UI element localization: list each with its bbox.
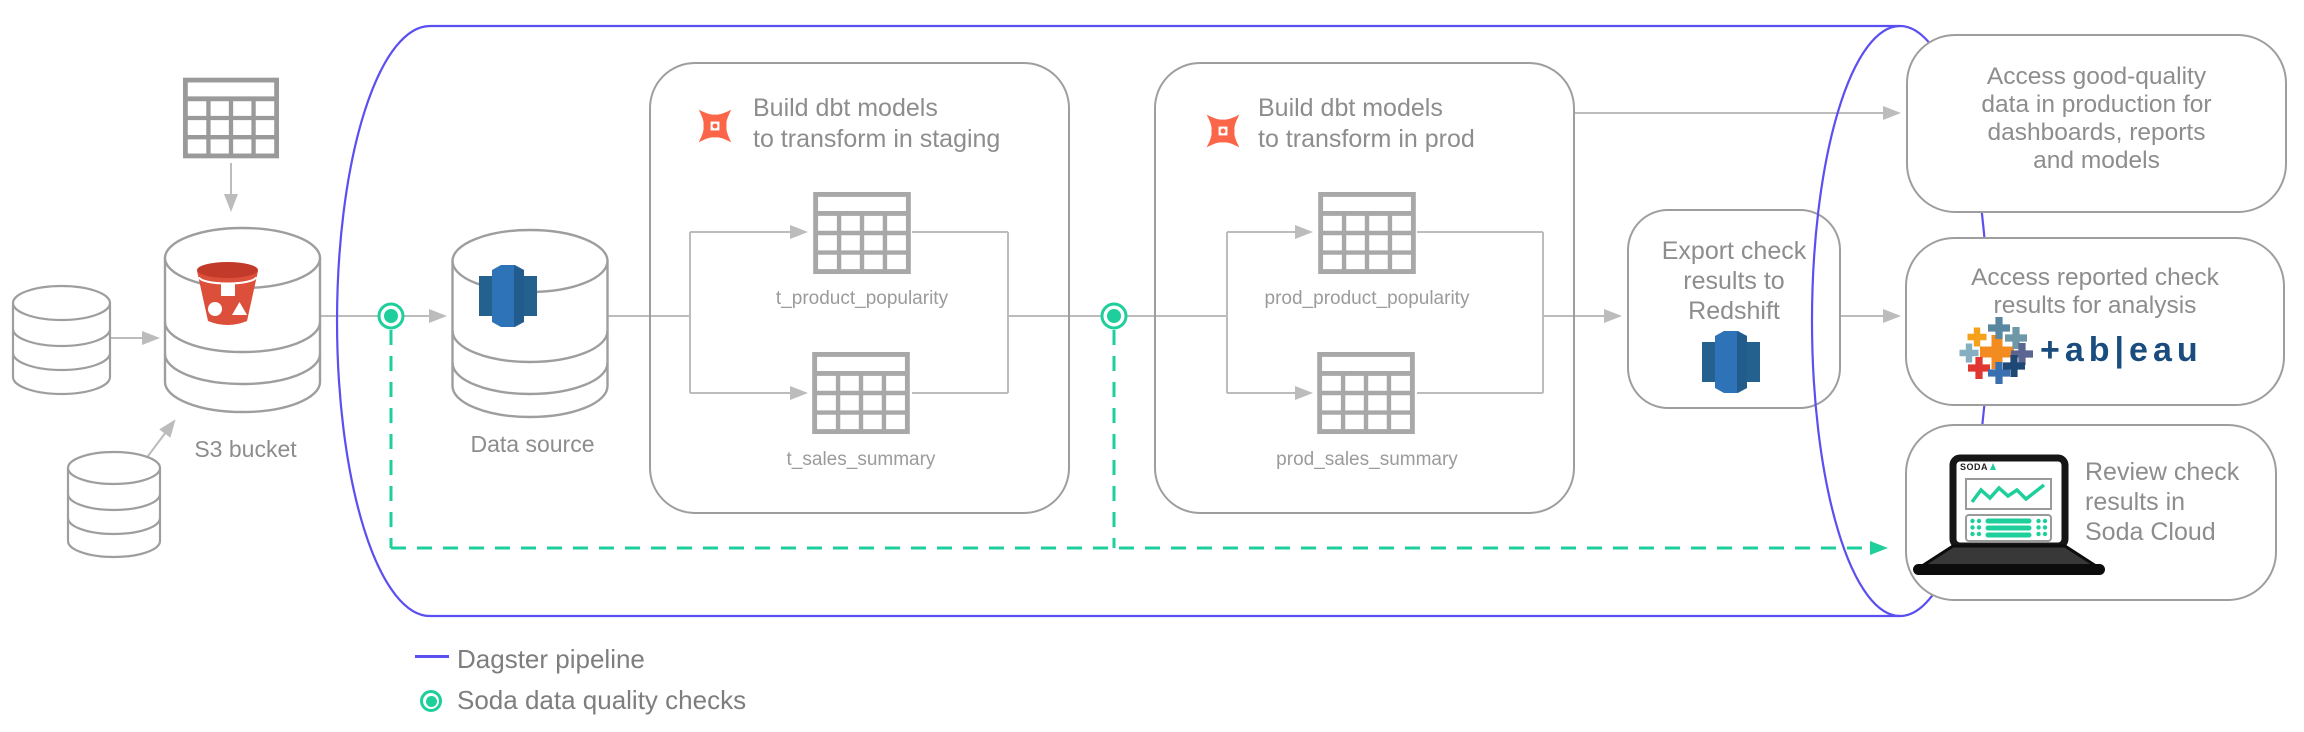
arrow-db2-to-s3 (147, 419, 176, 457)
soda-checks (377, 302, 1888, 555)
staging-table1-label: t_product_popularity (775, 288, 949, 309)
access-data-box (1906, 34, 2287, 213)
staging-table1-icon (816, 194, 909, 272)
s3-bucket-icon (197, 262, 258, 325)
gray-connectors (110, 106, 1901, 457)
laptop-icon (1913, 454, 2105, 575)
prod-box (1154, 62, 1575, 514)
staging-branch-lines (607, 232, 691, 393)
staging-table2-icon (815, 354, 908, 432)
export-box-label: Export check results to Redshift (1661, 237, 1807, 325)
s3-bucket-label: S3 bucket (194, 436, 297, 462)
access-results-label: Access reported check results for analys… (1971, 264, 2219, 319)
pipe-left-cap (335, 24, 431, 618)
prod-box-title: Build dbt models to transform in prod (1258, 94, 1475, 153)
data-source-label: Data source (470, 431, 595, 457)
legend-soda-label: Soda data quality checks (457, 685, 747, 715)
datasource-cylinder (451, 228, 609, 419)
staging-table2-label: t_sales_summary (786, 449, 936, 470)
prod-table2-label: prod_sales_summary (1276, 449, 1458, 470)
dagster-pipeline-outline (335, 24, 1990, 618)
legend-dagster-line-icon (415, 655, 449, 658)
soda-logo-accent (1990, 463, 1996, 470)
legend-soda-check-icon (420, 690, 442, 712)
legend-dagster-label: Dagster pipeline (457, 644, 645, 674)
staging-box (649, 62, 1070, 514)
tableau-logo-icon (1959, 317, 2033, 384)
tableau-wordmark: +ab|eau (2040, 331, 2203, 369)
laptop-brand-label: SODA (1960, 462, 1989, 472)
prod-table1-label: prod_product_popularity (1264, 288, 1470, 309)
staging-merge-lines (912, 231, 1227, 394)
prod-table2-icon (1320, 354, 1413, 432)
screen-line-chart (1970, 483, 2046, 504)
source-table-icon (185, 80, 276, 156)
small-db-cylinder-bottom (66, 450, 162, 559)
export-box (1627, 209, 1841, 409)
staging-box-title: Build dbt models to transform in staging (753, 94, 1001, 153)
screen-table-rows (1970, 518, 2048, 538)
review-soda-label: Review check results in Soda Cloud (2085, 458, 2240, 546)
access-data-label: Access good-quality data in production f… (1981, 63, 2212, 174)
small-db-cylinder-top (11, 284, 112, 396)
prod-table1-icon (1321, 194, 1414, 272)
prod-merge-lines (1417, 231, 1544, 394)
